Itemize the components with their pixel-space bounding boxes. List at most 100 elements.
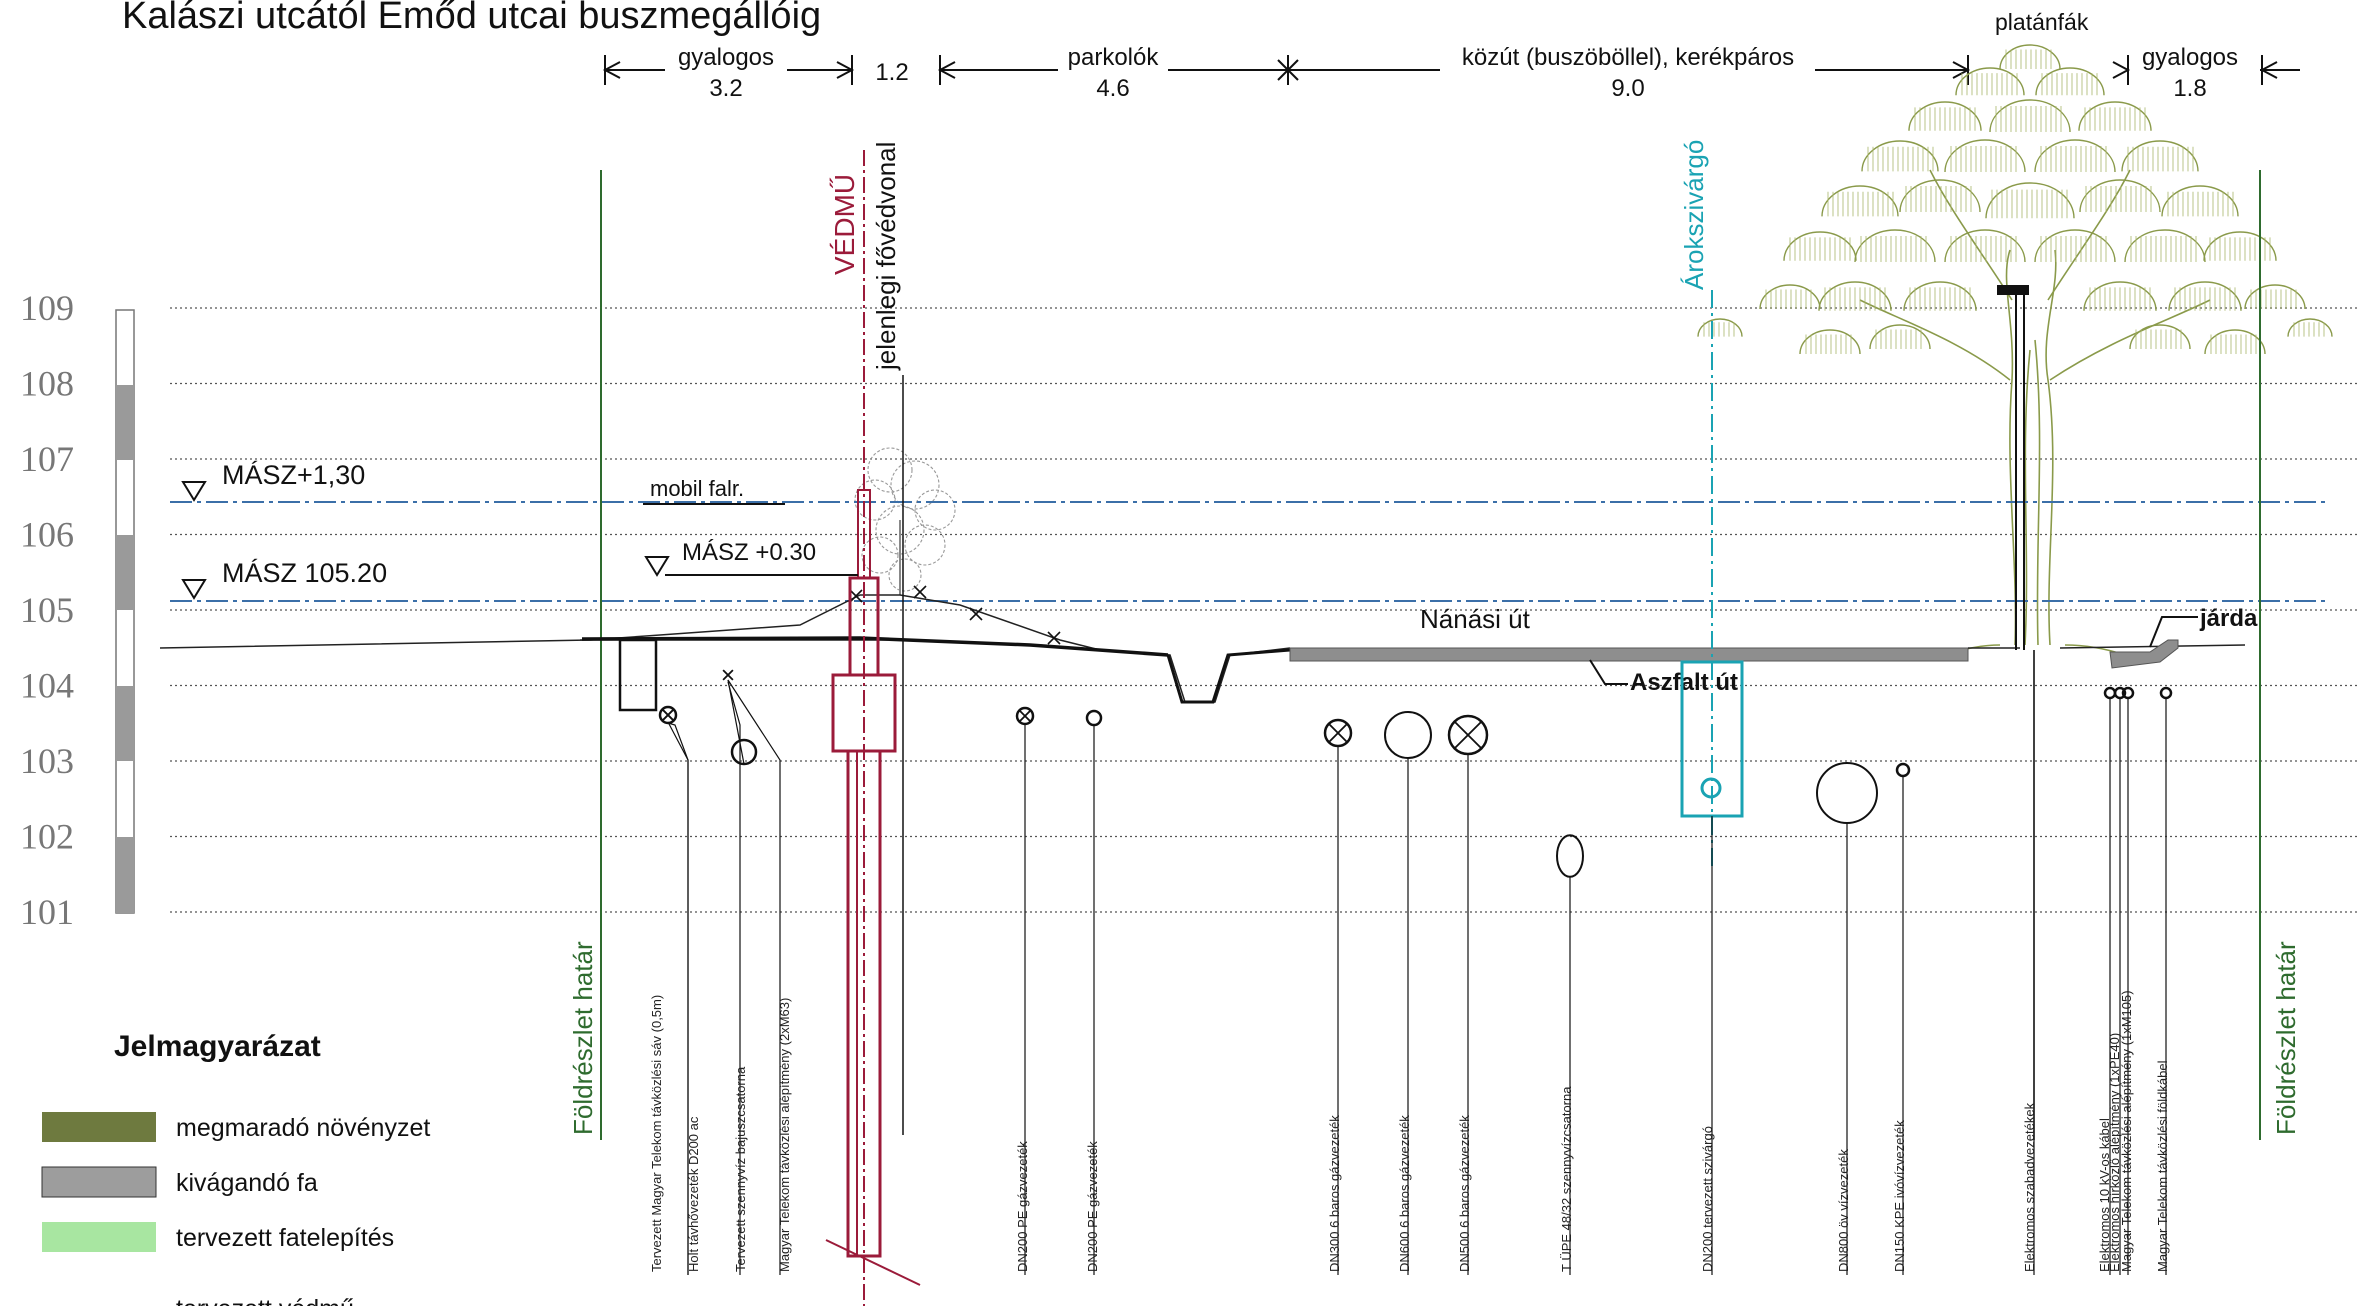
- canopy-cluster: [2203, 231, 2277, 261]
- canopy-cluster: [1799, 329, 1861, 355]
- canopy-cluster: [1999, 44, 2061, 70]
- asphalt-road: [1289, 647, 1969, 662]
- utility-leader-line: [667, 722, 689, 1275]
- utility-pipe-symbol: [1384, 711, 1432, 759]
- utility-pipe-symbol: [1816, 762, 1878, 824]
- legend-title: Jelmagyarázat: [114, 1030, 321, 1063]
- elevation-tick-label: 107: [20, 439, 74, 479]
- legend-item-label: megmaradó növényzet: [176, 1114, 430, 1142]
- dimension-line: [602, 55, 2300, 85]
- small-tree-foliage: [914, 489, 956, 531]
- elevation-tick-label: 101: [20, 892, 74, 932]
- cut-markers: [849, 585, 1061, 645]
- label-aszfalt-ut: Aszfalt út: [1630, 669, 1738, 696]
- existing-small-tree: [854, 447, 956, 595]
- canopy-cluster: [2034, 139, 2116, 173]
- dim-label-kozut: közút (buszöböllel), kerékpáros: [1462, 44, 1794, 71]
- dimension-labels: gyalogos 3.2 1.2 parkolók 4.6 közút (bus…: [678, 44, 2238, 102]
- elevation-tick-label: 108: [20, 364, 74, 404]
- canopy-cluster: [2204, 329, 2266, 355]
- label-mobil-falr: mobil falr.: [650, 476, 744, 501]
- street-light-pole: [1997, 285, 2029, 650]
- canopy-cluster: [2079, 179, 2161, 213]
- elevation-tick-label: 103: [20, 741, 74, 781]
- canopy-cluster: [1869, 324, 1931, 350]
- utility-pipe-symbol: [2159, 686, 2173, 700]
- utility-leader-line: [727, 681, 741, 1275]
- utility-pipe-symbol: [1556, 834, 1584, 878]
- water-level-annotations: [181, 481, 858, 600]
- utility-label: Elektromos hírközlő alépítmény (1xPE40): [2107, 1033, 2122, 1272]
- canopy-cluster: [1861, 140, 1939, 172]
- canopy-cluster: [1944, 139, 2026, 173]
- utility-label: DN200 PE gázvezeték: [1085, 1141, 1100, 1272]
- utility-label: DN150 KPE ivóvízvezeték: [1892, 1120, 1907, 1272]
- utility-pipe-symbol: [1085, 709, 1103, 727]
- utility-label: Holt távhővezeték D200 ac: [686, 1116, 701, 1272]
- utility-pipe-symbol: [2103, 686, 2117, 700]
- existing-dike-crest: [581, 636, 1169, 657]
- plane-tree-canopy: [1697, 44, 2333, 355]
- small-tree-foliage: [861, 536, 899, 574]
- dim-value-parkolok: 4.6: [1096, 75, 1129, 102]
- sidewalk: [2109, 639, 2179, 669]
- canopy-cluster: [1821, 185, 1899, 217]
- property-boundaries: [600, 170, 2261, 1140]
- utility-label: Tervezett Magyar Telekom távközlési sáv …: [649, 995, 664, 1272]
- dim-label-gyalogos-2: gyalogos: [2142, 44, 2238, 71]
- ditch: [1166, 648, 1291, 704]
- canopy-cluster: [2083, 281, 2157, 311]
- utility-leader-line: [667, 721, 689, 1275]
- dim-value-kozut: 9.0: [1611, 75, 1644, 102]
- canopy-cluster: [2129, 324, 2191, 350]
- elevation-tick-label: 109: [20, 288, 74, 328]
- canopy-cluster: [1908, 101, 1982, 131]
- boundary-label-right: Földrészlet határ: [2271, 941, 2301, 1135]
- legend-item-label: tervezett fatelepítés: [176, 1224, 394, 1252]
- elevation-tick-label: 104: [20, 666, 74, 706]
- dim-value-dike: 1.2: [875, 59, 908, 86]
- utility-label: DN800 öv vízvezeték: [1836, 1149, 1851, 1272]
- boundary-label-left: Földrészlet határ: [568, 941, 598, 1135]
- elevation-tick-label: 106: [20, 515, 74, 555]
- utility-label: Magyar Telekom távközlési földkábel: [2155, 1060, 2170, 1272]
- label-vedmu: VÉDMŰ: [829, 174, 860, 275]
- label-platanfak: platánfák: [1995, 9, 2089, 35]
- utility-label: Tervezett szennyvíz bajuszcsatorna: [733, 1066, 748, 1272]
- canopy-cluster: [2124, 229, 2206, 263]
- dim-label-parkolok: parkolók: [1068, 44, 1160, 71]
- legend-swatch: [42, 1112, 156, 1142]
- small-tree-foliage: [854, 479, 896, 521]
- canopy-cluster: [1955, 67, 2025, 96]
- label-fovedvonal: jelenlegi fővédvonal: [871, 142, 901, 371]
- canopy-cluster: [1697, 318, 1743, 337]
- label-nanasi-ut: Nánási út: [1420, 604, 1531, 634]
- label-jarda: járda: [2199, 605, 2258, 632]
- canopy-cluster: [2035, 67, 2105, 96]
- utility-label: DN500 6 baros gázvezeték: [1457, 1115, 1472, 1272]
- utility-label: DN600 6 baros gázvezeték: [1397, 1115, 1412, 1272]
- legend-item-label: tervezett védmű: [176, 1295, 354, 1306]
- telecom-trench: [618, 638, 658, 712]
- canopy-cluster: [1854, 229, 1936, 263]
- elevation-tick-label: 102: [20, 817, 74, 857]
- canopy-cluster: [2034, 229, 2116, 263]
- canopy-cluster: [2168, 281, 2242, 311]
- canopy-cluster: [1944, 229, 2026, 263]
- canopy-cluster: [1903, 281, 1977, 311]
- dim-label-gyalogos-1: gyalogos: [678, 44, 774, 71]
- utility-label: DN200 PE gázvezeték: [1015, 1141, 1030, 1272]
- plane-tree: [1859, 169, 2211, 656]
- small-tree-foliage: [888, 558, 922, 592]
- canopy-cluster: [2078, 101, 2152, 131]
- canopy-cluster: [1985, 182, 2075, 219]
- canopy-cluster: [2121, 140, 2199, 172]
- canopy-cluster: [1989, 99, 2071, 133]
- utility-label: Elektromos 10 kV-os kábel: [2097, 1118, 2112, 1272]
- drawing-title: Kalászi utcától Emőd utcai buszmegállóig: [122, 0, 821, 37]
- utility-label: Elektromos szabadvezetékek: [2022, 1102, 2037, 1272]
- utility-label: Magyar Telekom távközlési alépítmény (1x…: [2119, 990, 2134, 1272]
- small-tree-foliage: [904, 524, 946, 566]
